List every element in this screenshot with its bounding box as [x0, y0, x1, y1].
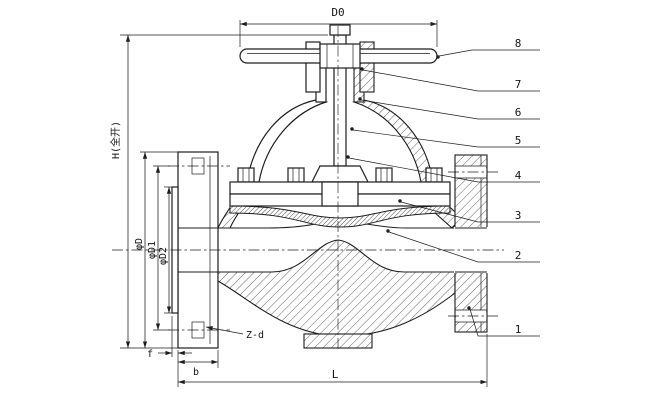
- part-number-8: 8: [515, 37, 522, 50]
- dimension-phi-d1: φD1: [147, 165, 170, 331]
- part-number-6: 6: [515, 106, 522, 119]
- dimension-b: b: [177, 350, 219, 378]
- dimension-f: f: [147, 316, 192, 360]
- bore-top-left: [178, 223, 316, 229]
- callout-6: 6: [358, 97, 540, 120]
- dimension-phi-d: φD: [134, 151, 180, 348]
- dim-label-phi-d2: φD2: [158, 247, 169, 265]
- callout-8: 8: [436, 37, 540, 59]
- flange-bolt: [237, 167, 255, 183]
- dimension-l: L: [177, 334, 488, 387]
- part-number-7: 7: [515, 78, 522, 91]
- bore-top-right: [365, 223, 455, 229]
- dim-label-f: f: [147, 349, 153, 360]
- dimension-d0: D0: [239, 6, 438, 47]
- dim-label-d0: D0: [331, 6, 344, 19]
- dim-label-b: b: [193, 367, 199, 378]
- part-number-4: 4: [515, 169, 522, 182]
- dim-label-zd: Z-d: [246, 330, 264, 341]
- callout-7: 7: [360, 67, 540, 92]
- compressor-block: [321, 181, 359, 207]
- dimension-phi-d2: φD2: [158, 186, 174, 314]
- part-callouts: 8 7 6 5 4 3: [346, 37, 540, 337]
- flange-bolt: [287, 167, 305, 183]
- flange-bolt: [375, 167, 393, 183]
- part-number-1: 1: [515, 323, 522, 336]
- compressor: [311, 165, 369, 183]
- handwheel-hub: [319, 43, 361, 69]
- bonnet-flange-bolting: [229, 167, 451, 207]
- centerlines: [112, 26, 504, 352]
- dim-label-h: H(全开): [109, 121, 122, 159]
- dim-label-phi-d1: φD1: [147, 241, 158, 259]
- handwheel: [239, 24, 438, 69]
- callout-1: 1: [467, 306, 540, 337]
- part-number-5: 5: [515, 134, 522, 147]
- dim-label-phi-d: φD: [134, 238, 145, 250]
- stem-cap: [329, 24, 351, 36]
- dim-label-l: L: [332, 368, 339, 381]
- part-number-3: 3: [515, 209, 522, 222]
- right-flange: [454, 154, 488, 333]
- bonnet: [246, 63, 434, 183]
- callout-2: 2: [386, 229, 540, 263]
- callout-4: 4: [346, 155, 540, 183]
- callout-3: 3: [398, 199, 540, 223]
- diaphragm: [229, 205, 451, 228]
- dimension-zd: Z-d: [205, 326, 264, 341]
- dimension-h: H(全开): [109, 34, 328, 349]
- callout-5: 5: [350, 127, 540, 148]
- part-number-2: 2: [515, 249, 522, 262]
